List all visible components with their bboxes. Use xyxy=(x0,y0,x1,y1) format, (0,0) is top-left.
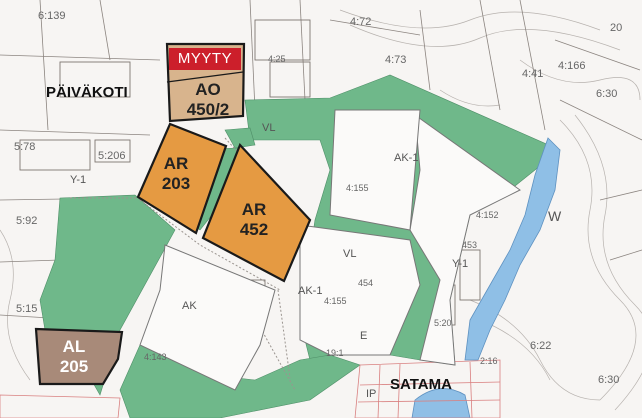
parcel-number: 5:78 xyxy=(14,141,36,153)
harbour-grid xyxy=(0,359,501,418)
parcel-number: 4:152 xyxy=(476,210,499,220)
plot-ar203-zone: AR xyxy=(163,154,189,173)
plot-ao-zone: AO xyxy=(195,80,221,99)
place-label-harbour: SATAMA xyxy=(390,376,452,393)
parcel-number: 20 xyxy=(610,22,623,34)
zone-code-ip: IP xyxy=(366,388,377,400)
parcel-number: 4:143 xyxy=(144,352,167,362)
property-lines xyxy=(0,0,642,319)
zone-code-e: E xyxy=(360,330,368,342)
parcel-number: 4:72 xyxy=(350,16,372,28)
parcel-number: 4:155 xyxy=(346,183,369,193)
plot-al205-number: 205 xyxy=(59,357,89,376)
parcel-number: 5:20 xyxy=(434,318,452,328)
ak1-block xyxy=(409,113,521,366)
plot-ar203-label[interactable]: AR 203 xyxy=(150,154,202,194)
plot-ar452-number: 452 xyxy=(239,220,269,239)
zone-code-ak1: AK-1 xyxy=(298,285,323,297)
parcel-number: 19:1 xyxy=(326,348,344,358)
plot-ar452-label[interactable]: AR 452 xyxy=(228,200,280,240)
sold-badge: MYYTY xyxy=(169,48,241,70)
parcel-number: 454 xyxy=(358,278,374,288)
ak-block xyxy=(139,244,276,391)
zone-code-y1: Y-1 xyxy=(70,174,87,186)
parcel-number: 6:139 xyxy=(38,10,66,22)
zone-code-w: W xyxy=(548,208,562,224)
ak1-block-north xyxy=(329,109,421,231)
parcel-number: 4:155 xyxy=(324,296,347,306)
parcel-number: 6:30 xyxy=(598,374,620,386)
plot-al205-zone: AL xyxy=(62,337,86,356)
plot-ar452-zone: AR xyxy=(241,200,267,219)
parcel-number: 5:92 xyxy=(16,215,38,227)
ak1-block-south xyxy=(299,224,421,356)
parcel-number: 453 xyxy=(462,240,478,250)
plot-al205-label[interactable]: AL 205 xyxy=(48,337,100,377)
plot-shapes xyxy=(34,42,312,386)
ao-divider xyxy=(166,71,244,83)
zone-code-ak1: AK-1 xyxy=(394,152,419,164)
zone-code-y1: Y-1 xyxy=(452,258,469,270)
water-area xyxy=(464,137,561,361)
parcel-number: 6:22 xyxy=(530,340,552,352)
plot-ao-number: 450/2 xyxy=(186,100,230,119)
zone-code-vl: VL xyxy=(262,122,276,134)
parcel-number: 2:16 xyxy=(480,356,498,366)
parcel-number: 5:15 xyxy=(16,303,38,315)
zone-code-ak: AK xyxy=(182,300,197,312)
plot-ar203-number: 203 xyxy=(161,174,191,193)
parcel-number: 4:73 xyxy=(385,54,407,66)
parcel-number: 5:206 xyxy=(98,150,126,162)
parcel-number: 4:41 xyxy=(522,68,544,80)
place-label-daycare: PÄIVÄKOTI xyxy=(46,84,128,101)
zone-code-vl: VL xyxy=(343,248,357,260)
plot-ao-label[interactable]: AO 450/2 xyxy=(182,80,234,120)
parcel-number: 6:30 xyxy=(596,88,618,100)
parcel-number: 4:166 xyxy=(558,60,586,72)
harbour-water xyxy=(411,388,471,418)
parcel-number: 4:25 xyxy=(268,54,286,64)
